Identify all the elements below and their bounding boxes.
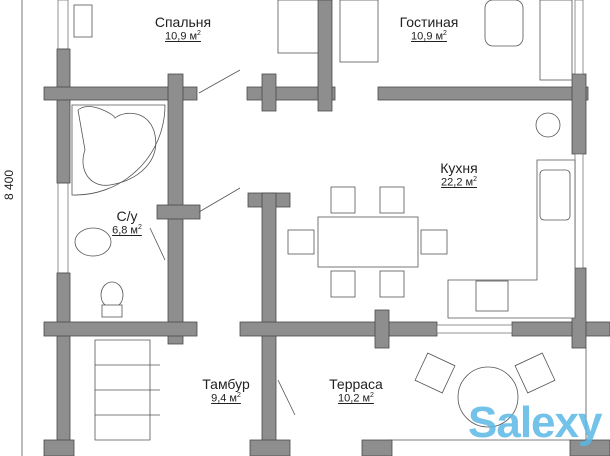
furniture [71,0,576,441]
watermark: Salexy [468,398,602,447]
window [57,0,69,50]
window [574,153,584,269]
room-label-living: Гостиная 10,9 м2 [399,14,459,43]
door [198,69,241,94]
door [198,187,241,213]
walls [43,0,610,456]
door [149,227,166,261]
room-label-vestibule: Тамбур 9,4 м2 [202,376,250,405]
window [574,0,584,75]
dimension-label: 8 400 [2,169,16,200]
room-label-kitchen: Кухня 22,2 м2 [440,160,478,189]
room-label-terrace: Терраса 10,2 м2 [329,376,383,405]
window [436,324,513,334]
room-label-bathroom: С/у 6,8 м2 [112,208,142,237]
room-label-bedroom: Спальня 10,9 м2 [154,14,212,43]
window [57,182,69,274]
door [277,379,296,416]
